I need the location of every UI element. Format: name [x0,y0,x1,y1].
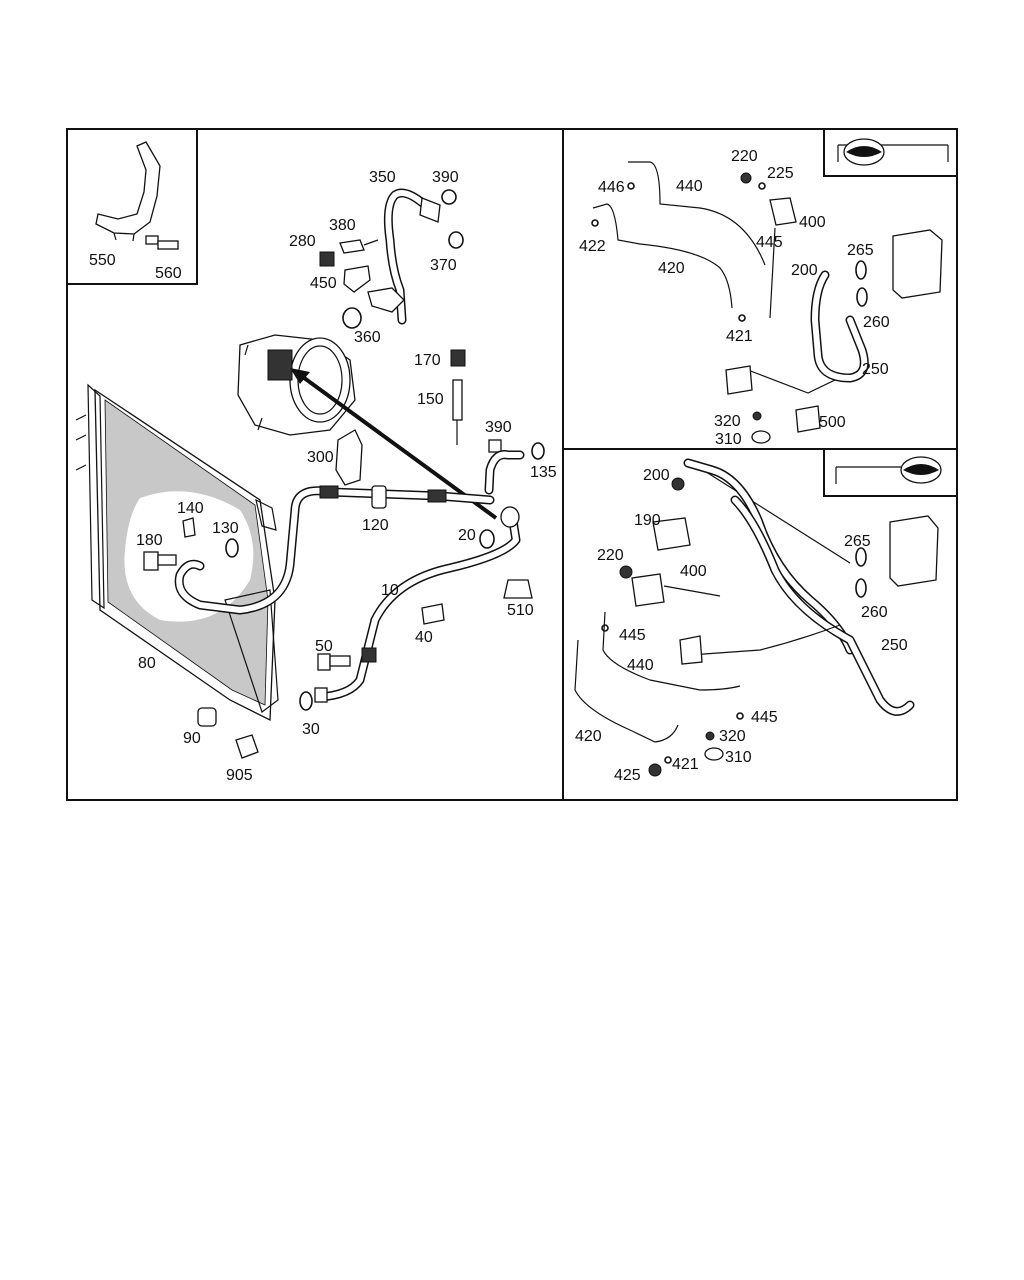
label-200-top: 200 [791,262,818,279]
label-180: 180 [136,532,163,549]
label-250-bottom: 250 [881,637,908,654]
compressor-drawing [237,334,356,436]
label-310-bottom: 310 [725,749,752,766]
label-190: 190 [634,512,661,529]
label-350: 350 [369,169,396,186]
label-320-top: 320 [714,413,741,430]
label-10: 10 [381,582,399,599]
label-130: 130 [212,520,239,537]
label-360: 360 [354,329,381,346]
label-200-bottom: 200 [643,467,670,484]
label-140: 140 [177,500,204,517]
label-170: 170 [414,352,441,369]
label-380: 380 [329,217,356,234]
small-parts-left [143,189,545,759]
label-300: 300 [307,449,334,466]
label-220-top: 220 [731,148,758,165]
label-310-top: 310 [715,431,742,448]
label-400-bottom: 400 [680,563,707,580]
label-320-bottom: 320 [719,728,746,745]
label-225: 225 [767,165,794,182]
label-500: 500 [819,414,846,431]
label-510: 510 [507,602,534,619]
label-421-bottom: 421 [672,756,699,773]
label-445-bottom-b: 445 [751,709,778,726]
label-260-bottom: 260 [861,604,888,621]
label-30: 30 [302,721,320,738]
label-120: 120 [362,517,389,534]
label-420-bottom: 420 [575,728,602,745]
label-550: 550 [89,252,116,269]
label-80: 80 [138,655,156,672]
label-420-top: 420 [658,260,685,277]
label-421-top: 421 [726,328,753,345]
label-450: 450 [310,275,337,292]
label-440-bottom: 440 [627,657,654,674]
label-370: 370 [430,257,457,274]
label-560: 560 [155,265,182,282]
bracket-550-drawing [95,141,161,242]
label-265-top: 265 [847,242,874,259]
label-425: 425 [614,767,641,784]
label-135: 135 [530,464,557,481]
label-446: 446 [598,179,625,196]
label-265-bottom: 265 [844,533,871,550]
vehicle-orientation-icon-bottom [823,448,958,497]
label-390-top: 390 [432,169,459,186]
label-422: 422 [579,238,606,255]
bolt-560-drawing [145,235,179,250]
line-120-drawing [174,485,495,615]
label-440-top: 440 [676,178,703,195]
label-90: 90 [183,730,201,747]
label-250-top: 250 [862,361,889,378]
vehicle-orientation-icon-top [823,128,958,177]
label-220-bottom: 220 [597,547,624,564]
label-445-top: 445 [756,234,783,251]
label-50: 50 [315,638,333,655]
label-260-top: 260 [863,314,890,331]
label-390-lower: 390 [485,419,512,436]
label-445-bottom-a: 445 [619,627,646,644]
label-20: 20 [458,527,476,544]
label-280: 280 [289,233,316,250]
line-350-drawing [367,188,441,325]
label-905: 905 [226,767,253,784]
label-40: 40 [415,629,433,646]
right-top-lines-drawing [591,161,943,444]
right-bottom-lines-drawing [574,458,939,777]
label-400-top: 400 [799,214,826,231]
line-10-drawing [314,506,521,703]
label-150: 150 [417,391,444,408]
inset-box-bracket [67,129,198,285]
condenser-80-drawing [75,383,279,722]
